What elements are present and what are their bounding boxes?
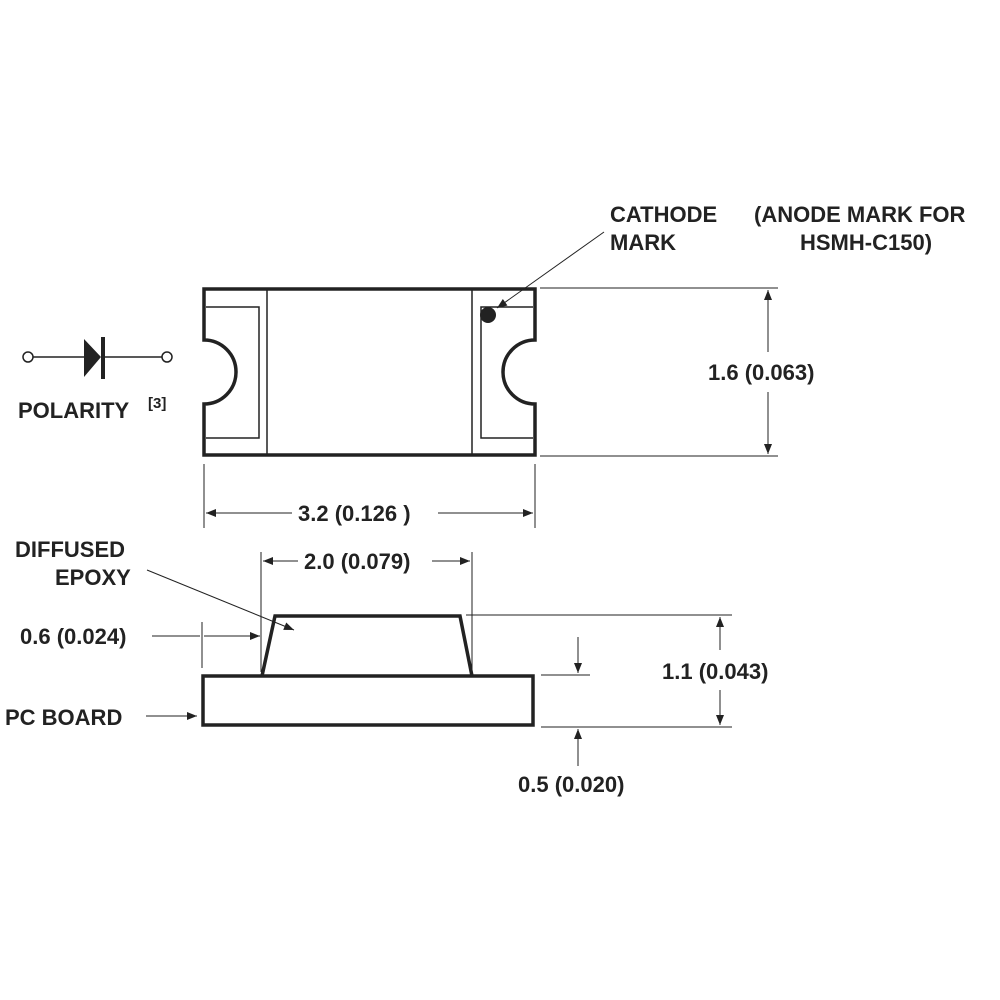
cathode-mark-dot — [480, 307, 496, 323]
anode-note-line1: (ANODE MARK FOR — [754, 202, 966, 227]
height-dimension-top: 1.6 (0.063) — [540, 287, 814, 457]
cathode-mark-callout: CATHODE MARK — [496, 202, 717, 309]
right-terminal-pad — [480, 306, 533, 439]
diffused-epoxy-dome — [260, 614, 474, 677]
total-height-dimension: 1.1 (0.043) — [466, 614, 768, 728]
length-dimension: 3.2 (0.126 ) — [203, 464, 536, 528]
cathode-mark-label-line1: CATHODE — [610, 202, 717, 227]
polarity-note: [3] — [148, 395, 166, 412]
length-dimension-label: 3.2 (0.126 ) — [298, 501, 411, 526]
anode-mark-note: (ANODE MARK FOR HSMH-C150) — [754, 202, 966, 255]
top-view-body-outline — [202, 287, 537, 457]
top-view — [202, 287, 537, 457]
offset-dimension: 0.6 (0.024) — [20, 622, 260, 668]
epoxy-width-label: 2.0 (0.079) — [304, 549, 410, 574]
pc-board-label: PC BOARD — [5, 705, 122, 730]
diffused-epoxy-leader — [146, 569, 295, 631]
pc-board-callout: PC BOARD — [5, 705, 197, 730]
polarity-diode-symbol — [22, 337, 173, 379]
anode-note-line2: HSMH-C150) — [800, 230, 932, 255]
left-terminal-pad — [206, 306, 260, 439]
epoxy-width-dimension: 2.0 (0.079) — [260, 549, 473, 672]
polarity-anode-terminal — [22, 351, 34, 363]
polarity-cathode-terminal — [161, 351, 173, 363]
board-thickness-dimension: 0.5 (0.020) — [518, 637, 624, 797]
pc-board-body — [201, 674, 535, 727]
offset-dimension-label: 0.6 (0.024) — [20, 624, 126, 649]
diffused-epoxy-label-line2: EPOXY — [55, 565, 131, 590]
diffused-epoxy-label-line1: DIFFUSED — [15, 537, 125, 562]
polarity-label: POLARITY — [18, 398, 130, 423]
cathode-leader-line — [496, 231, 605, 309]
board-thickness-label: 0.5 (0.020) — [518, 772, 624, 797]
total-height-label: 1.1 (0.043) — [662, 659, 768, 684]
height-dimension-top-label: 1.6 (0.063) — [708, 360, 814, 385]
diffused-epoxy-callout: DIFFUSED EPOXY — [15, 537, 295, 631]
cathode-mark-label-line2: MARK — [610, 230, 676, 255]
diode-triangle — [84, 339, 101, 377]
side-view — [201, 614, 535, 727]
